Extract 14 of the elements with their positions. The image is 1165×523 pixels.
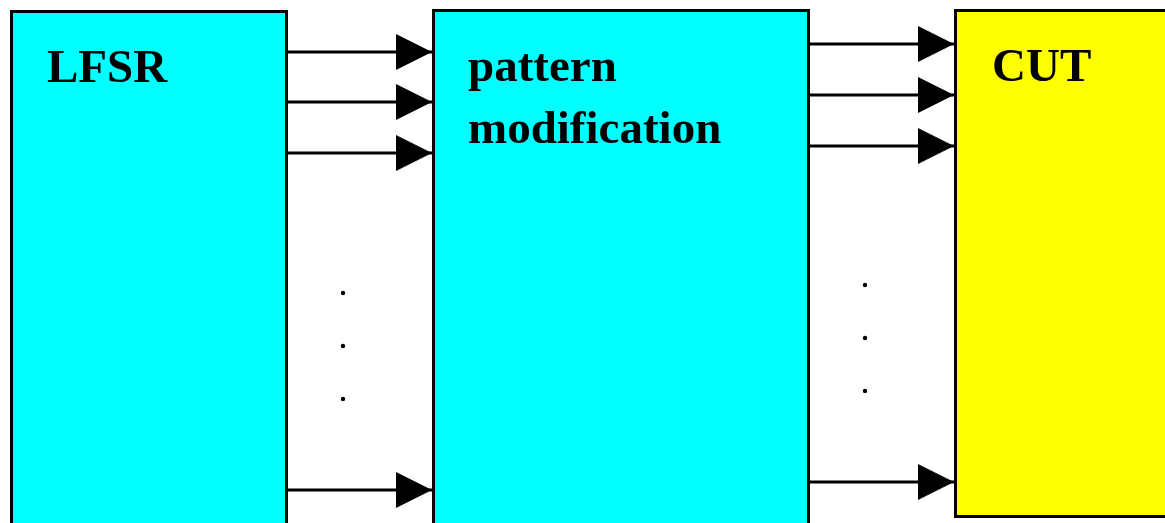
arrow bbox=[810, 128, 954, 164]
arrow bbox=[288, 34, 432, 70]
block-box bbox=[432, 9, 810, 523]
arrow bbox=[810, 77, 954, 113]
arrow bbox=[288, 84, 432, 120]
block-label: pattern modification bbox=[468, 38, 723, 155]
block-label: CUT bbox=[992, 38, 1093, 93]
block-label: LFSR bbox=[47, 39, 169, 94]
arrow bbox=[288, 472, 432, 508]
arrow bbox=[810, 464, 954, 500]
arrow bbox=[810, 26, 954, 62]
block-box bbox=[10, 10, 288, 523]
arrow bbox=[288, 135, 432, 171]
block-box bbox=[954, 9, 1165, 518]
